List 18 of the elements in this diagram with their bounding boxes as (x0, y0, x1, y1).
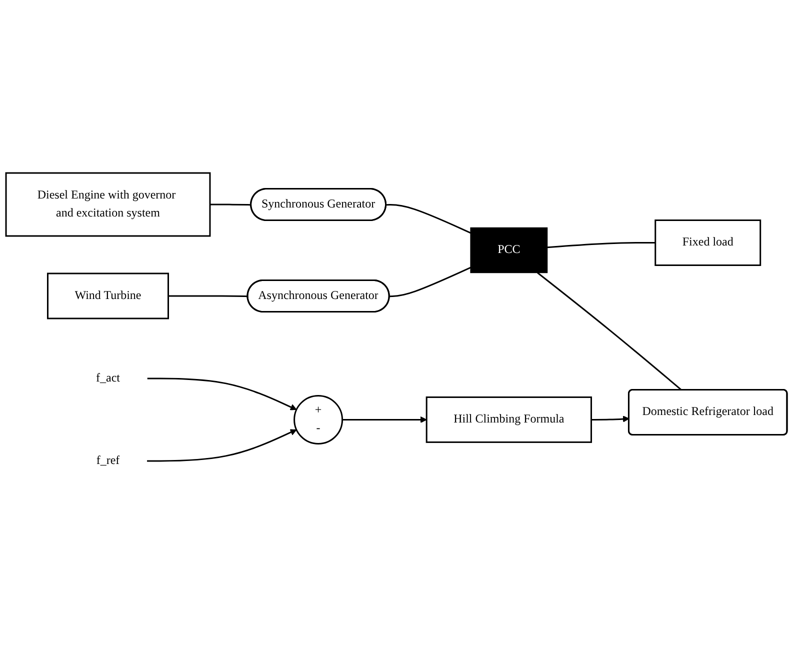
arrow (146, 378, 297, 410)
arrow (146, 429, 297, 462)
node-box: Fixed load (654, 219, 762, 266)
connector (386, 204, 471, 234)
node-circle: + - (294, 394, 344, 444)
node-box: Wind Turbine (47, 272, 169, 319)
arrow (591, 415, 630, 422)
node-box: Hill Climbing Formula (426, 396, 592, 443)
node-box: PCC (470, 227, 548, 273)
node-box: Diesel Engine with governor and excitation system (5, 172, 211, 237)
arrow (342, 416, 427, 423)
connector (210, 204, 252, 206)
node-text: f_ref (96, 454, 120, 467)
connector (389, 266, 471, 297)
connector (537, 272, 682, 390)
connector (168, 295, 248, 297)
connector (547, 242, 656, 248)
node-text: f_act (96, 371, 120, 384)
